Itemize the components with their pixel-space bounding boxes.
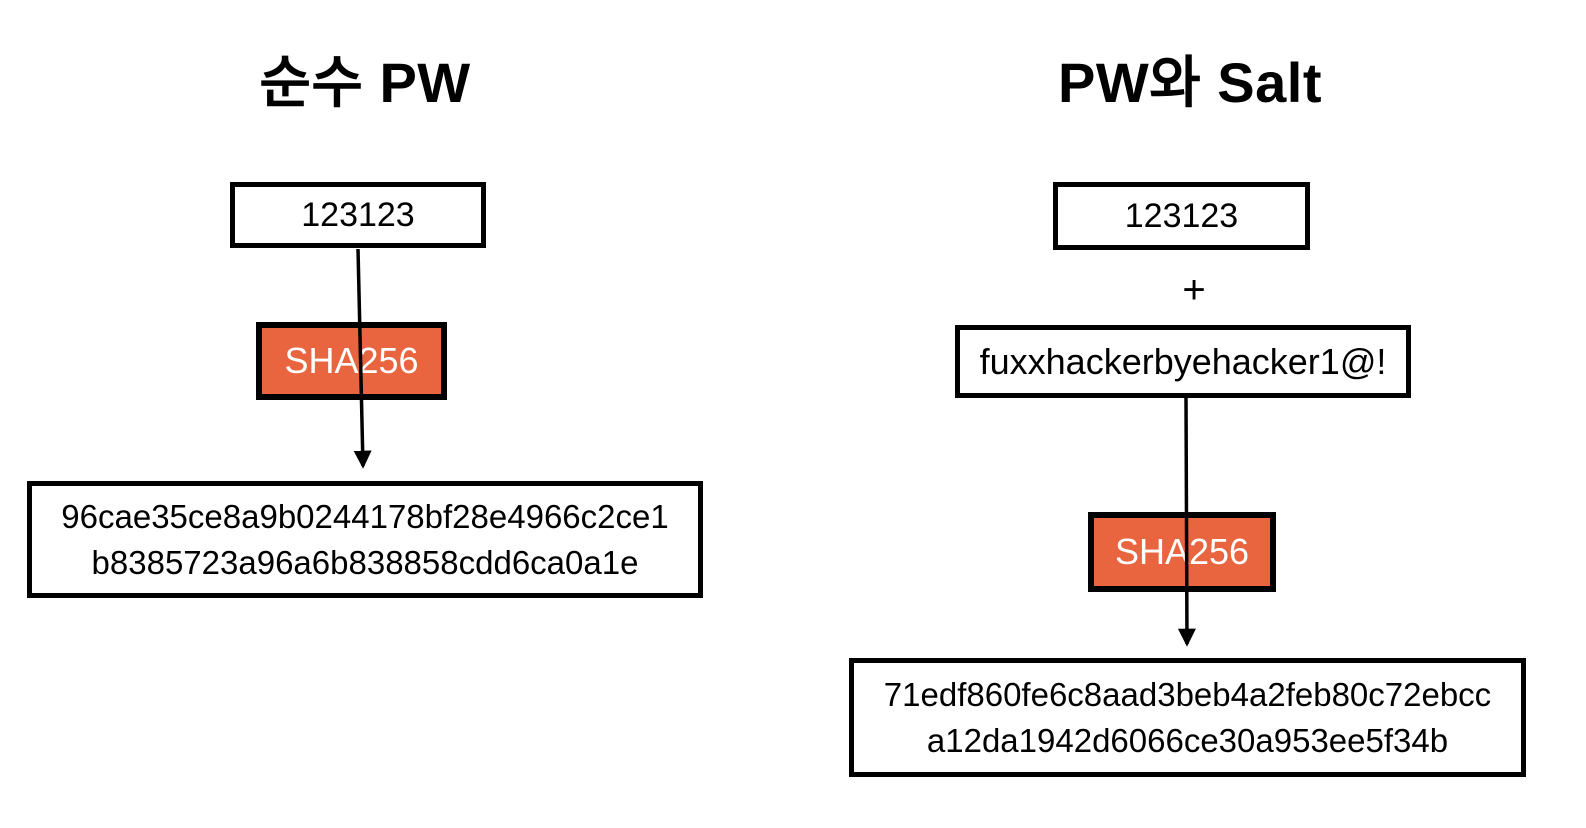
right-salt-value: fuxxhackerbyehacker1@! — [979, 340, 1387, 382]
left-sha256-box: SHA256 — [256, 322, 447, 400]
right-sha256-box: SHA256 — [1088, 512, 1276, 592]
right-sha256-label: SHA256 — [1114, 531, 1250, 572]
plus-sign: + — [1182, 268, 1206, 312]
right-hash-output-box: 71edf860fe6c8aad3beb4a2feb80c72ebcc a12d… — [849, 658, 1526, 777]
right-hash-output-line2: a12da1942d6066ce30a953ee5f34b — [926, 721, 1449, 759]
left-hash-output-line1: 96cae35ce8a9b0244178bf28e4966c2ce1 — [61, 497, 669, 535]
right-password-value: 123123 — [1124, 196, 1239, 235]
left-password-value: 123123 — [301, 195, 415, 234]
right-password-box: 123123 — [1053, 182, 1310, 250]
right-column-title: PW와 Salt — [1058, 51, 1322, 114]
right-salt-box: fuxxhackerbyehacker1@! — [955, 325, 1411, 398]
left-column-title: 순수 PW — [259, 51, 471, 114]
left-hash-output-box: 96cae35ce8a9b0244178bf28e4966c2ce1 b8385… — [27, 481, 703, 598]
left-password-box: 123123 — [230, 182, 486, 248]
left-hash-output-line2: b8385723a96a6b838858cdd6ca0a1e — [91, 543, 639, 581]
left-sha256-label: SHA256 — [284, 340, 419, 381]
right-hash-output-line1: 71edf860fe6c8aad3beb4a2feb80c72ebcc — [883, 675, 1492, 713]
